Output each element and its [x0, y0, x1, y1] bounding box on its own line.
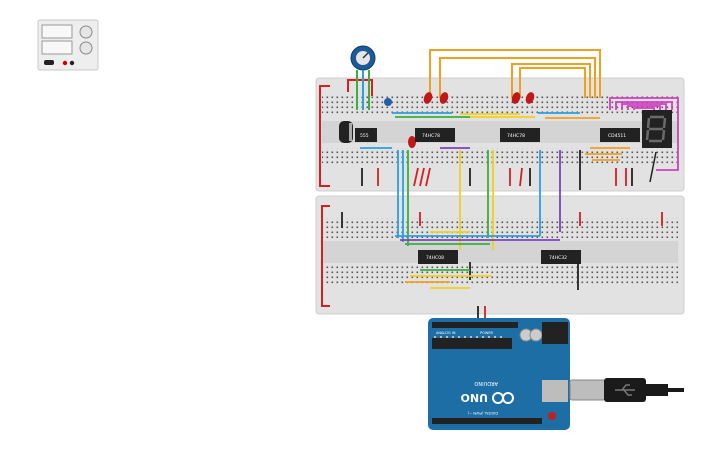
- usb-symbol-icon: [615, 384, 635, 396]
- wire-orange-3[interactable]: [511, 63, 591, 98]
- potentiometer[interactable]: [350, 45, 376, 110]
- wire-magenta-5[interactable]: [633, 107, 655, 110]
- arduino-infinity-logo-icon: [492, 392, 514, 404]
- chip-74hc78-a[interactable]: 74HC78: [415, 128, 455, 142]
- positive-terminal-icon: [62, 60, 68, 66]
- wire-magenta-4[interactable]: [627, 105, 661, 110]
- segment-digit-icon: [645, 115, 667, 143]
- svg-text:DIGITAL (PWM ~): DIGITAL (PWM ~): [467, 411, 498, 415]
- svg-text:74HC32: 74HC32: [549, 255, 567, 261]
- svg-text:74HC08: 74HC08: [426, 255, 444, 261]
- usb-port[interactable]: [542, 380, 568, 402]
- wire-magenta-3[interactable]: [621, 103, 667, 110]
- wire-orange-1[interactable]: [429, 49, 601, 98]
- wire-orange-4[interactable]: [519, 67, 586, 98]
- led-4[interactable]: [524, 91, 536, 105]
- svg-text:ANALOG IN: ANALOG IN: [436, 331, 456, 335]
- svg-text:POWER: POWER: [480, 331, 494, 335]
- svg-text:74HC78: 74HC78: [422, 133, 440, 139]
- wire-magenta-1[interactable]: [609, 97, 679, 171]
- led-3[interactable]: [510, 91, 522, 105]
- breadboard-bottom[interactable]: [315, 195, 685, 315]
- seven-segment-display[interactable]: [642, 110, 672, 148]
- wire-left-rail-bottom[interactable]: [321, 205, 330, 307]
- power-switch-icon[interactable]: [44, 60, 54, 65]
- chip-cd4511[interactable]: CD4511: [600, 128, 640, 142]
- chip-74hc08[interactable]: 74HC08: [418, 250, 458, 264]
- wire-magenta-2[interactable]: [615, 101, 673, 110]
- negative-terminal-icon: [69, 60, 75, 66]
- chip-74hc78-b[interactable]: 74HC78: [500, 128, 540, 142]
- led-1[interactable]: [422, 91, 434, 105]
- svg-text:555: 555: [360, 133, 369, 139]
- digital-header[interactable]: [432, 418, 542, 424]
- voltage-knob-icon[interactable]: [79, 25, 93, 39]
- wire-left-rail[interactable]: [319, 85, 330, 187]
- power-supply[interactable]: [37, 19, 99, 71]
- wire-orange-2[interactable]: [439, 57, 596, 98]
- wire-pot[interactable]: [347, 79, 373, 96]
- svg-text:CD4511: CD4511: [608, 133, 626, 139]
- chip-74hc32[interactable]: 74HC32: [541, 250, 581, 264]
- arduino-uno[interactable]: ANALOG IN POWER UNO ARDUINO DIGITAL (PWM…: [428, 318, 570, 430]
- dc-jack[interactable]: [542, 322, 568, 344]
- reset-button[interactable]: [548, 412, 556, 420]
- svg-text:74HC78: 74HC78: [507, 133, 525, 139]
- chip-555[interactable]: 555: [355, 128, 377, 142]
- wire-black-display[interactable]: [649, 151, 657, 183]
- atmega-chip: [432, 338, 512, 349]
- led-2[interactable]: [438, 91, 450, 105]
- led-5[interactable]: [408, 136, 416, 148]
- usb-cable[interactable]: [569, 378, 684, 402]
- power-header[interactable]: [432, 322, 518, 328]
- capacitor[interactable]: [339, 121, 353, 143]
- svg-text:ARDUINO: ARDUINO: [474, 380, 498, 386]
- ceramic-capacitor[interactable]: [384, 98, 392, 106]
- svg-text:UNO: UNO: [461, 391, 489, 404]
- current-knob-icon[interactable]: [79, 41, 93, 55]
